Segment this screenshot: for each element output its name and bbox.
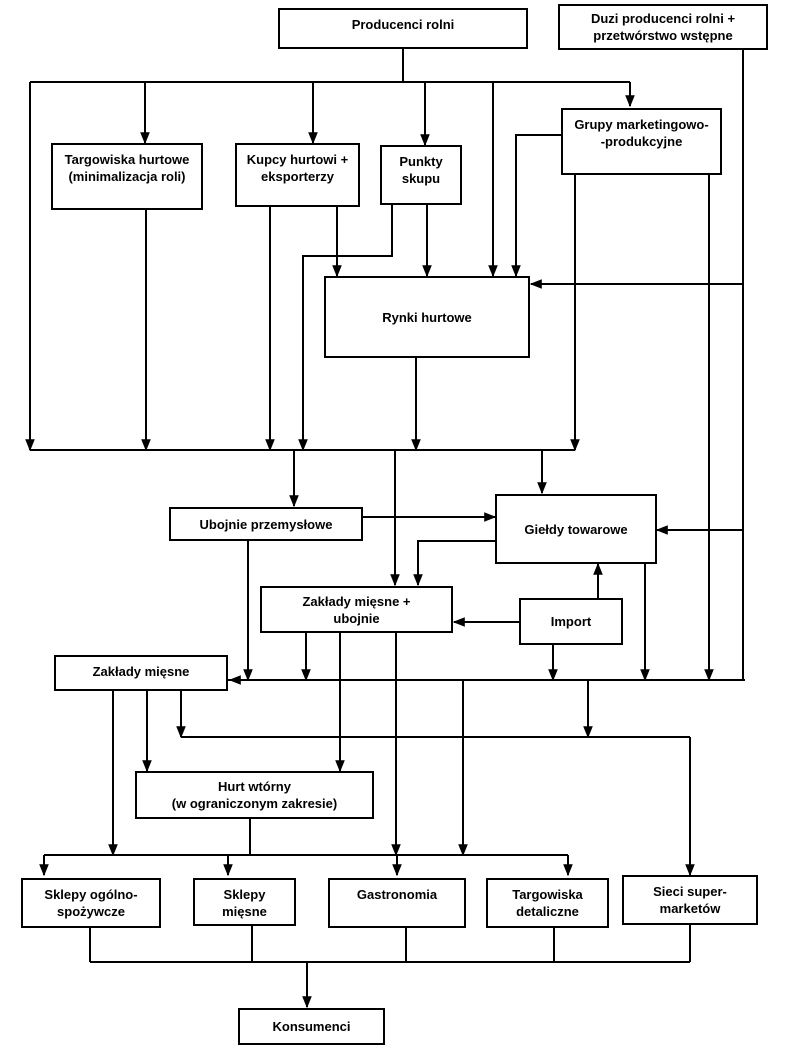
node-label: mięsne — [222, 904, 267, 919]
node-zaklady-miesne-ubojnie: Zakłady mięsne + ubojnie — [260, 586, 453, 633]
node-gastronomia: Gastronomia — [328, 878, 466, 928]
node-import: Import — [519, 598, 623, 645]
node-label: Konsumenci — [272, 1019, 351, 1034]
node-ubojnie-przemyslowe: Ubojnie przemysłowe — [169, 507, 363, 541]
node-label: przetwórstwo wstępne — [593, 28, 733, 43]
node-grupy-marketingowe: Grupy marketingowo- -produkcyjne — [561, 108, 722, 175]
node-label: (minimalizacja roli) — [68, 169, 186, 184]
node-sklepy-miesne: Sklepy mięsne — [193, 878, 296, 926]
node-label: skupu — [401, 171, 441, 186]
node-label: marketów — [659, 901, 721, 916]
node-gieldy-towarowe: Giełdy towarowe — [495, 494, 657, 564]
node-targowiska-detaliczne: Targowiska detaliczne — [486, 878, 609, 928]
node-label: Zakłady mięsne + — [302, 593, 411, 609]
node-label: Punkty — [399, 154, 443, 169]
node-producenci-rolni: Producenci rolni — [278, 8, 528, 49]
node-label: Kupcy hurtowi + — [246, 152, 349, 167]
arrow — [298, 205, 393, 452]
node-label: Sieci super- — [653, 884, 727, 899]
node-label: detaliczne — [516, 904, 579, 919]
node-label: (w ograniczonym zakresie) — [171, 796, 338, 811]
node-label: Gastronomia — [356, 887, 438, 902]
node-label: Ubojnie przemysłowe — [199, 516, 333, 532]
node-label: spożywcze — [57, 904, 125, 919]
node-label: -produkcyjne — [600, 134, 683, 149]
node-hurt-wtorny: Hurt wtórny (w ograniczonym zakresie) — [135, 771, 374, 819]
node-label: Duzi producenci rolni + — [590, 11, 736, 26]
node-label: Sklepy — [223, 887, 266, 902]
node-label: Targowiska — [512, 887, 583, 902]
node-zaklady-miesne: Zakłady mięsne — [54, 655, 228, 691]
node-label: Sklepy ogólno- — [44, 887, 138, 902]
node-label: Rynki hurtowe — [382, 309, 472, 325]
node-sklepy-ogolnospozywcze: Sklepy ogólno- spożywcze — [21, 878, 161, 928]
node-punkty-skupu: Punkty skupu — [380, 145, 462, 205]
node-label: Zakłady mięsne — [92, 664, 190, 679]
node-label: Giełdy towarowe — [524, 521, 628, 537]
node-kupcy-hurtowi: Kupcy hurtowi + eksporterzy — [235, 143, 360, 207]
node-targowiska-hurtowe: Targowiska hurtowe (minimalizacja roli) — [51, 143, 203, 210]
arrow — [413, 540, 495, 587]
node-konsumenci: Konsumenci — [238, 1008, 385, 1045]
node-duzi-producenci: Duzi producenci rolni + przetwórstwo wst… — [558, 4, 768, 50]
node-label: Producenci rolni — [351, 17, 455, 32]
node-label: Hurt wtórny — [218, 779, 291, 794]
node-label: Grupy marketingowo- — [574, 117, 709, 132]
node-label: Targowiska hurtowe — [64, 152, 190, 167]
node-sieci-supermarketow: Sieci super- marketów — [622, 875, 758, 925]
node-label: ubojnie — [333, 610, 380, 626]
node-rynki-hurtowe: Rynki hurtowe — [324, 276, 530, 358]
arrow — [511, 134, 562, 278]
node-label: Import — [550, 614, 592, 629]
node-label: eksporterzy — [261, 169, 334, 184]
